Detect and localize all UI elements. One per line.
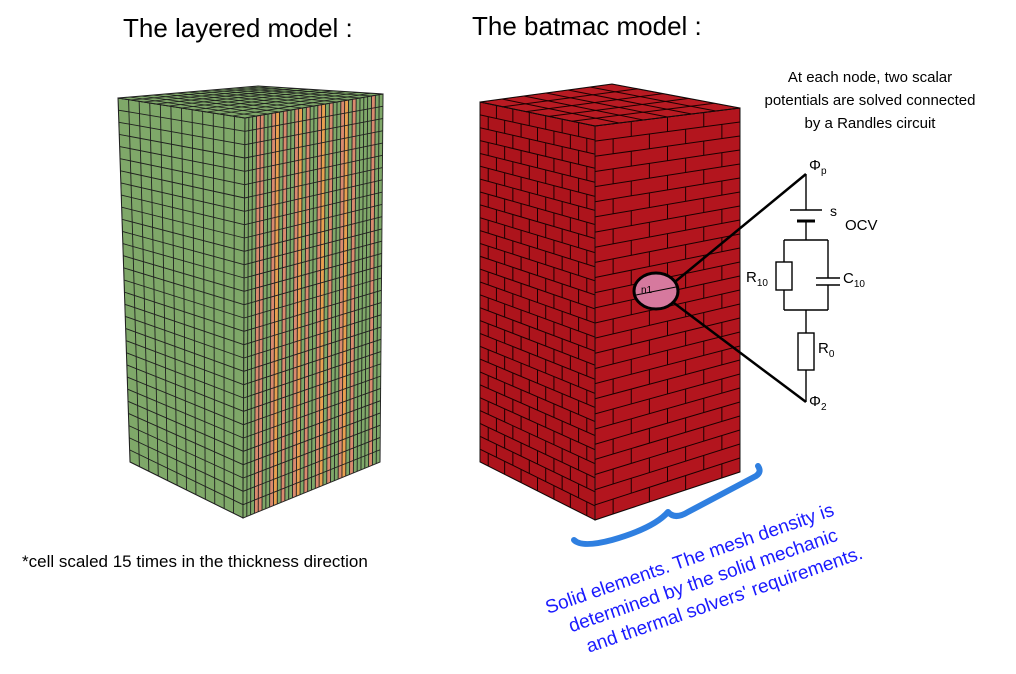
layered-model-title: The layered model : (123, 13, 353, 43)
node-n1: n1 (632, 271, 680, 311)
mesh-line (480, 217, 595, 254)
mesh-line (326, 103, 330, 484)
mesh-line (272, 112, 277, 506)
mesh-line (352, 98, 357, 473)
mesh-line (375, 94, 380, 464)
mesh-line (257, 115, 261, 512)
mesh-line (364, 96, 369, 469)
mesh-line (303, 107, 307, 494)
resistor-r10 (775, 261, 793, 291)
mesh-line (349, 99, 353, 475)
mesh-line (589, 86, 716, 112)
mesh-line (128, 99, 140, 467)
mesh-line (170, 106, 178, 486)
mesh-line (356, 97, 361, 472)
layered-model-mesh (117, 85, 384, 519)
mesh-line (261, 114, 265, 511)
mesh-line (314, 105, 319, 489)
ocv-wave-mark: s (830, 203, 837, 219)
r10-label: R10 (746, 269, 768, 289)
randles-circuit (775, 174, 840, 402)
mesh-line (595, 457, 740, 506)
node-note-line-1: At each node, two scalar (788, 69, 952, 86)
curly-brace (571, 463, 763, 547)
mesh-line (480, 114, 595, 141)
mesh-line (149, 102, 159, 477)
mesh-line (595, 303, 740, 339)
mesh-line (311, 105, 315, 491)
mesh-line (152, 94, 280, 113)
mesh-line (212, 112, 216, 505)
mesh-line (501, 98, 620, 124)
mesh-line (322, 103, 326, 486)
mesh-line (371, 95, 376, 466)
mesh-line (545, 92, 668, 118)
mesh-line (288, 109, 292, 500)
mesh-line (276, 111, 280, 505)
mesh-line (333, 101, 338, 481)
mesh-line (211, 89, 338, 103)
mesh-line (295, 108, 300, 497)
mesh-line (191, 109, 197, 495)
mesh-line (280, 111, 284, 503)
node-n1-label: n1 (641, 285, 653, 296)
phi-p-label: Φp (809, 157, 827, 177)
mesh-line (318, 104, 323, 487)
mesh-line (176, 92, 303, 109)
mesh-line (222, 88, 349, 101)
connector-to-phi-2 (673, 302, 807, 403)
ocv-label: OCV (845, 217, 878, 234)
mesh-line (250, 116, 254, 515)
mesh-line (368, 95, 372, 467)
batmac-block-right-face (594, 107, 741, 521)
phi-2-label: Φ2 (809, 393, 827, 413)
circuit-labels: Φp OCV R10 C10 R0 Φ2 (746, 157, 878, 413)
scale-note: *cell scaled 15 times in the thickness d… (22, 552, 368, 571)
mesh-line (129, 96, 257, 117)
mesh-line (202, 111, 206, 500)
mesh-line (181, 107, 187, 491)
mesh-line (138, 101, 150, 472)
mesh-line (480, 345, 595, 394)
node-note-line-2: potentials are solved connected (765, 92, 976, 109)
resistor-r0 (797, 332, 815, 371)
mesh-line (379, 94, 383, 463)
mesh-line (523, 95, 644, 121)
batmac-model-mesh (479, 83, 741, 521)
r0-label: R0 (818, 340, 835, 360)
mesh-line (269, 113, 273, 508)
mesh-line (164, 93, 292, 111)
mesh-line (341, 100, 346, 478)
mesh-line (233, 116, 235, 514)
solid-elements-note: Solid elements. The mesh density is dete… (543, 500, 866, 658)
mesh-line (330, 102, 334, 483)
mesh-line (480, 307, 595, 352)
mesh-line (567, 89, 692, 115)
mesh-line (480, 422, 595, 479)
mesh-line (253, 115, 257, 514)
mesh-line (480, 204, 595, 240)
mesh-line (246, 117, 250, 517)
mesh-line (360, 97, 365, 470)
mesh-line (345, 99, 349, 477)
mesh-line (337, 101, 342, 480)
mesh-line (187, 91, 315, 107)
mesh-line (141, 95, 269, 115)
mesh-line (299, 107, 303, 495)
mesh-line (234, 87, 361, 99)
mesh-line (265, 113, 269, 509)
mesh-line (159, 104, 169, 481)
mesh-line (480, 410, 595, 465)
mesh-line (292, 109, 296, 498)
mesh-line (284, 110, 288, 501)
node-annotation: At each node, two scalar potentials are … (765, 69, 976, 132)
c10-label: C10 (843, 270, 865, 290)
node-note-line-3: by a Randles circuit (805, 115, 937, 132)
connector-to-phi-p (675, 173, 807, 282)
mesh-line (246, 86, 372, 97)
mesh-line (199, 90, 326, 105)
mesh-line (307, 106, 311, 492)
batmac-model-title: The batmac model : (472, 11, 702, 41)
